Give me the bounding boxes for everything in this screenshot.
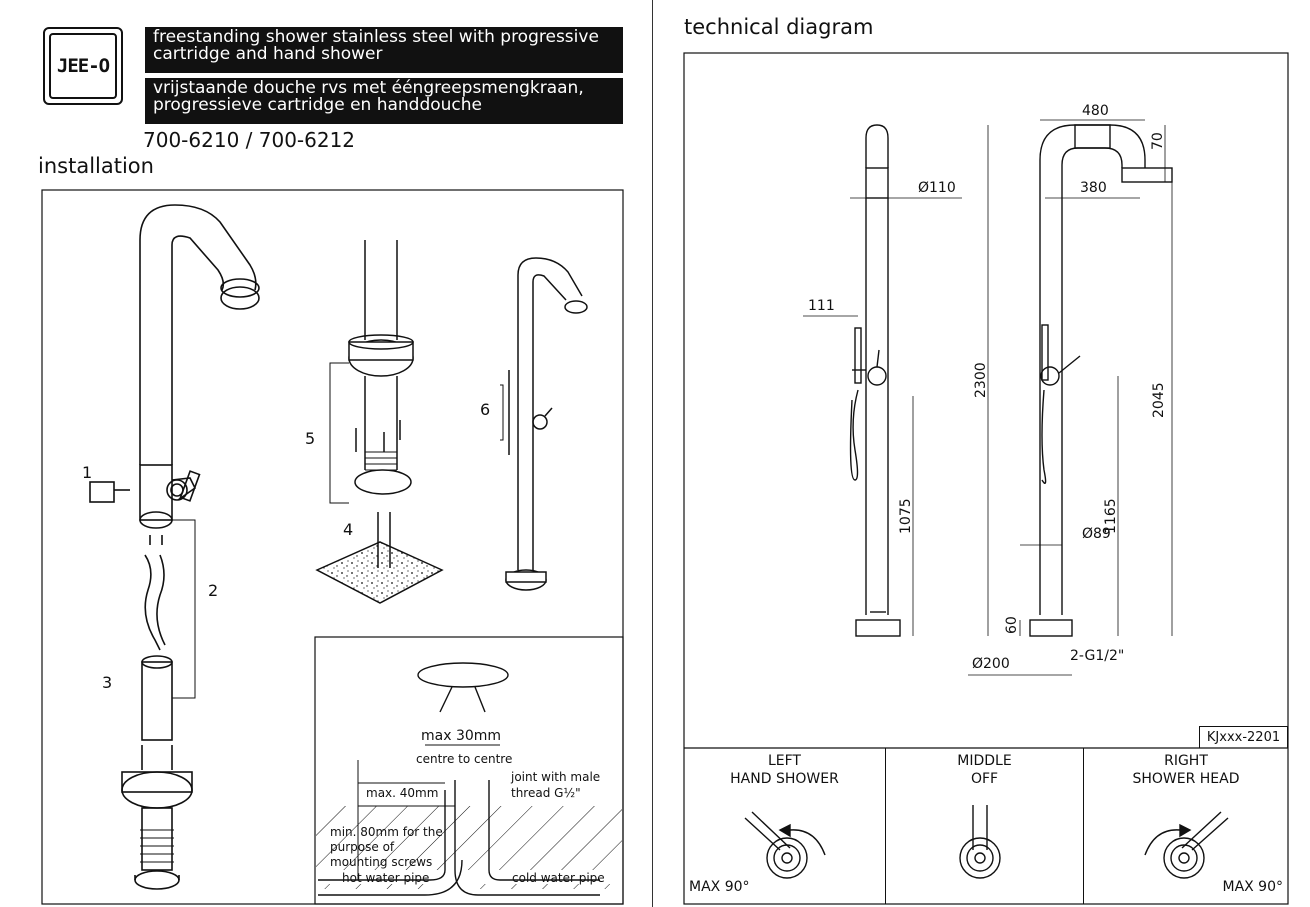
cold-water-pipe-label: cold water pipe (512, 871, 605, 885)
min-80mm-line3: mounting screws (330, 855, 432, 869)
centre-to-centre-label: centre to centre (416, 752, 512, 766)
hot-water-pipe-label: hot water pipe (342, 871, 429, 885)
plumbing-detail-illustration (318, 662, 600, 896)
exploded-shower-illustration (89, 204, 260, 890)
dim-g12: 2-G1/2" (1070, 648, 1124, 664)
title-dutch-line1: vrijstaande douche rvs met ééngreepsmeng… (153, 78, 584, 98)
lever-left-position-icon (744, 811, 826, 879)
model-numbers: 700-6210 / 700-6212 (143, 128, 356, 152)
dim-480: 480 (1082, 103, 1109, 119)
step-1-label: 1 (82, 463, 92, 482)
plumbing-detail-frame (314, 636, 624, 905)
step-2-label: 2 (208, 581, 218, 600)
joint-label-line2: thread G½" (511, 786, 581, 800)
assembled-shower-illustration (500, 257, 588, 591)
dim-2300: 2300 (973, 362, 989, 398)
position-middle-line1: MIDDLE (957, 753, 1012, 769)
position-right-line1: RIGHT (1164, 753, 1208, 769)
position-right-cell: RIGHT SHOWER HEAD MAX 90° (1084, 748, 1288, 904)
dim-2045: 2045 (1151, 382, 1167, 418)
title-english-line1: freestanding shower stainless steel with… (153, 27, 599, 47)
lever-middle-position-icon (959, 805, 1001, 879)
position-right-max: MAX 90° (1222, 879, 1283, 895)
dim-1075: 1075 (898, 498, 914, 534)
min-80mm-line1: min. 80mm for the (330, 825, 443, 839)
position-left-line2: HAND SHOWER (730, 771, 839, 787)
dim-200: Ø200 (972, 656, 1010, 672)
step-5-label: 5 (305, 429, 315, 448)
position-left-line1: LEFT (767, 753, 801, 769)
position-left-cell: LEFT HAND SHOWER MAX 90° (684, 748, 886, 904)
position-right-line2: SHOWER HEAD (1132, 771, 1240, 787)
dimension-lines (803, 119, 1173, 676)
dim-70: 70 (1150, 132, 1166, 150)
max-40mm-label: max. 40mm (366, 786, 438, 800)
step-6-label: 6 (480, 400, 490, 419)
dim-111: 111 (808, 298, 835, 314)
page-divider (652, 0, 653, 907)
dim-89: Ø89 (1082, 526, 1111, 542)
installation-heading: installation (38, 154, 154, 178)
step-4-label: 4 (343, 520, 353, 539)
position-middle-line2: OFF (970, 771, 999, 787)
max-30mm-label: max 30mm (421, 728, 501, 744)
title-english: freestanding shower stainless steel with… (145, 27, 623, 73)
position-middle-cell: MIDDLE OFF (886, 748, 1084, 904)
dim-110: Ø110 (918, 180, 956, 196)
technical-frame (683, 52, 1289, 905)
min-80mm-line2: purpose of (330, 840, 395, 854)
brand-logo-text: JEE-O (49, 33, 117, 99)
side-view-drawing (849, 124, 901, 637)
position-left-max: MAX 90° (689, 879, 750, 895)
joint-label-line1: joint with male (510, 770, 600, 784)
front-view-drawing (1029, 124, 1173, 637)
brand-logo: JEE-O (43, 27, 123, 105)
title-dutch: vrijstaande douche rvs met ééngreepsmeng… (145, 78, 623, 124)
dim-380: 380 (1080, 180, 1107, 196)
title-dutch-line2: progressieve cartridge en handdouche (153, 95, 483, 115)
step-3-label: 3 (102, 673, 112, 692)
document-reference: KJxxx-2201 (1199, 726, 1288, 748)
step-labels: 1 2 3 4 5 6 (82, 400, 490, 692)
base-mounting-illustration (315, 240, 444, 604)
dim-1165: 1165 (1103, 498, 1119, 534)
dim-60: 60 (1004, 616, 1020, 634)
technical-heading: technical diagram (684, 15, 874, 39)
title-english-line2: cartridge and hand shower (153, 44, 383, 64)
lever-right-position-icon (1144, 811, 1229, 879)
